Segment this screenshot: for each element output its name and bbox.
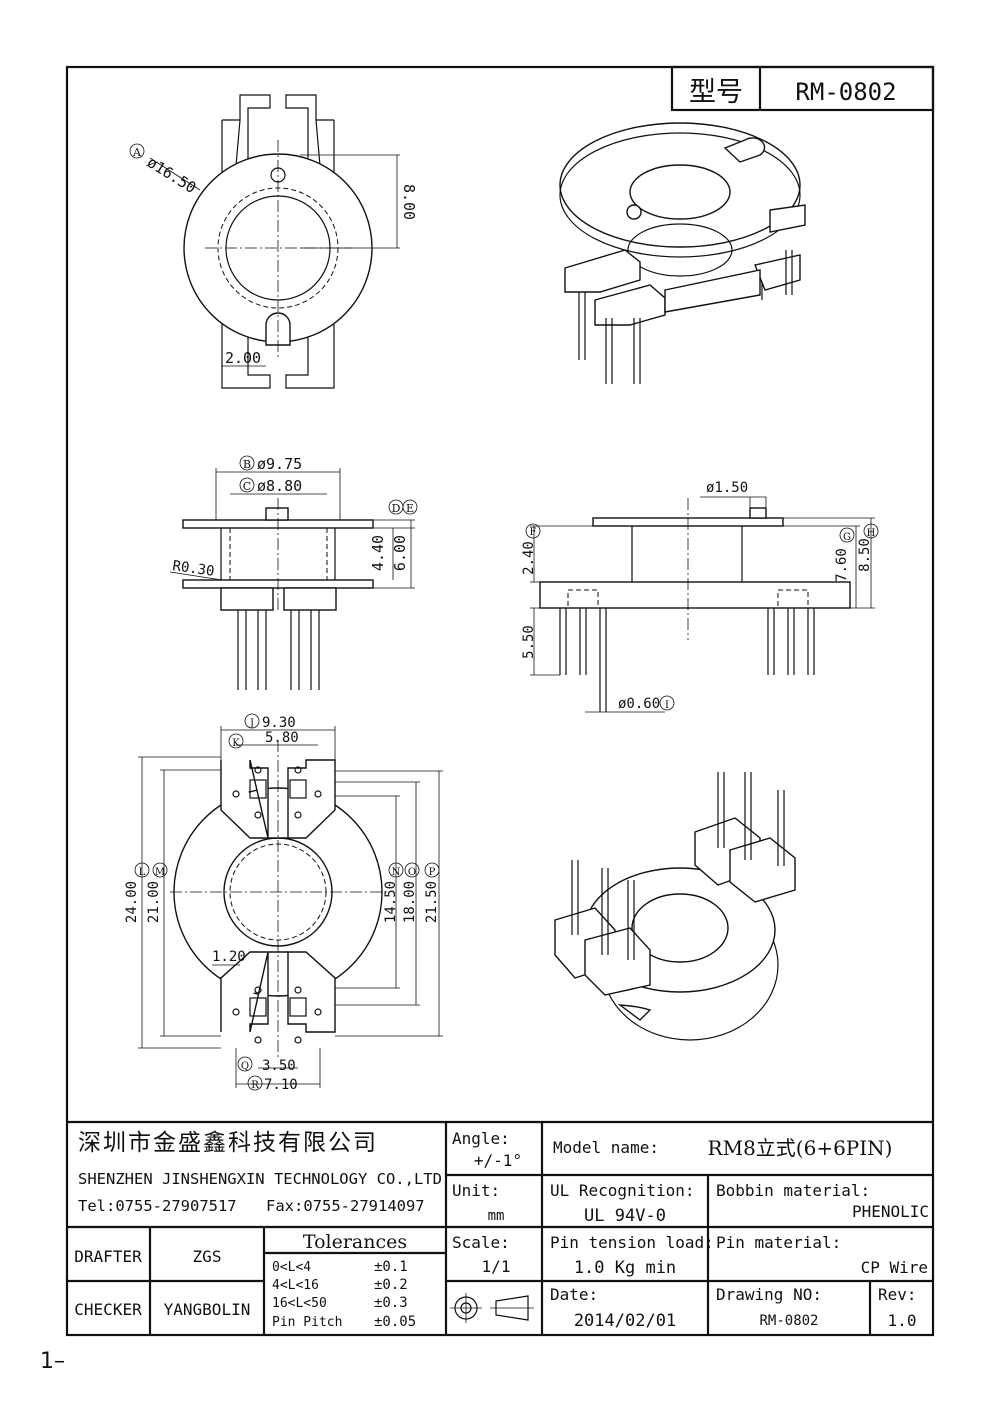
g-letter: G (843, 532, 851, 543)
scale-label: Scale: (452, 1233, 510, 1252)
ul-label: UL Recognition: (550, 1181, 695, 1200)
j-letter: J (249, 718, 254, 729)
page-mark: 1– (40, 1349, 65, 1374)
checker-label: CHECKER (74, 1300, 142, 1319)
pin-tension-value: 1.0 Kg min (574, 1258, 676, 1278)
q-letter: Q (241, 1061, 249, 1072)
unit-label: Unit: (452, 1181, 500, 1200)
e-letter: E (406, 502, 414, 515)
unit-value: mm (488, 1208, 505, 1224)
i-letter: I (665, 700, 669, 711)
m-letter: M (155, 867, 165, 878)
bobbin-label: Bobbin material: (716, 1181, 870, 1200)
top-view: 8.00 A ø16.50 2.00 (129, 94, 418, 389)
q-dim: 3.50 (262, 1058, 296, 1074)
model-value: RM-0802 (795, 78, 896, 106)
p-letter: P (429, 867, 436, 878)
r-letter: R (251, 1080, 259, 1091)
k-dim: 5.80 (265, 730, 299, 746)
f-dim: 2.40 (521, 541, 537, 575)
f-letter: F (530, 527, 537, 538)
tolerance-range: 0<L<4 (272, 1260, 311, 1275)
date-label: Date: (550, 1285, 598, 1304)
p-dim: 21.50 (424, 881, 440, 923)
iso-view-top (559, 122, 806, 384)
tolerance-value: ±0.05 (374, 1314, 416, 1330)
n-dim: 14.50 (383, 881, 399, 923)
j-dim: 9.30 (262, 715, 296, 731)
h-dim: 8.50 (857, 538, 873, 572)
tolerances-title: Tolerances (303, 1231, 407, 1253)
sheet-border (65, 65, 935, 1337)
bottom-view: J 9.30 K 5.80 L 24.00 M 21.00 N 14.50 O … (124, 713, 443, 1093)
drafter-value: ZGS (193, 1247, 222, 1266)
l-letter: L (139, 867, 146, 878)
tel: Tel:0755-27907517 (78, 1197, 237, 1215)
side-view: ø1.50 F 2.40 5.50 G 7.60 H 8.50 ø0.60 I (521, 480, 879, 713)
l-dim: 24.00 (124, 881, 140, 923)
d-letter: D (392, 502, 401, 515)
b-dim: ø9.75 (257, 455, 302, 473)
model-label: 型号 (689, 77, 743, 108)
g-dim: 7.60 (834, 548, 850, 582)
c-letter: C (243, 480, 251, 493)
pin-dia-dim: ø1.50 (706, 480, 748, 496)
checker-value: YANGBOLIN (164, 1300, 251, 1319)
wall-dim: 1.20 (212, 949, 246, 965)
radius-dim: R0.30 (171, 558, 215, 580)
angle-label: Angle: (452, 1129, 510, 1148)
pin-tension-label: Pin tension load: (550, 1233, 714, 1252)
model-name-label: Model name: (553, 1138, 659, 1157)
slot-dim: 2.00 (225, 349, 261, 367)
drafter-label: DRAFTER (74, 1247, 142, 1266)
k-letter: K (232, 738, 240, 749)
dia-dim: ø16.50 (144, 153, 199, 197)
tolerance-range: 4<L<16 (272, 1278, 319, 1293)
front-view: B ø9.75 C ø8.80 D E 4.40 6.00 R0.30 (169, 455, 418, 690)
projection-symbol-icon (450, 1293, 534, 1323)
height-dim: 8.00 (400, 184, 418, 220)
tolerance-value: ±0.3 (374, 1295, 408, 1311)
h-letter: H (867, 528, 876, 539)
tolerance-range: 16<L<50 (272, 1296, 327, 1311)
angle-value: +/-1° (474, 1151, 522, 1170)
ul-value: UL 94V-0 (584, 1206, 666, 1226)
h2-dim: 6.00 (391, 535, 409, 571)
n-letter: N (392, 867, 401, 878)
h1-dim: 4.40 (369, 535, 387, 571)
m-dim: 21.00 (146, 881, 162, 923)
rev-label: Rev: (878, 1285, 917, 1304)
bobbin-value: PHENOLIC (852, 1202, 929, 1221)
tolerance-value: ±0.2 (374, 1277, 408, 1293)
title-block: 深圳市金盛鑫科技有限公司 SHENZHEN JINSHENGXIN TECHNO… (67, 1120, 933, 1335)
iso-view-bottom (554, 772, 796, 1041)
date-value: 2014/02/01 (574, 1311, 676, 1331)
c-dim: ø8.80 (257, 477, 302, 495)
rev-value: 1.0 (888, 1311, 917, 1330)
pin-material-label: Pin material: (716, 1233, 841, 1252)
pin-material-value: CP Wire (861, 1258, 928, 1277)
tolerance-table: 0<L<4 ±0.1 4<L<16 ±0.2 16<L<50 ±0.3 Pin … (272, 1259, 416, 1330)
b-letter: B (243, 458, 251, 471)
drawing-no-value: RM-0802 (759, 1313, 818, 1329)
pin-len-dim: 5.50 (521, 625, 537, 659)
fax: Fax:0755-27914097 (266, 1197, 425, 1215)
drawing-no-label: Drawing NO: (716, 1285, 822, 1304)
company-en: SHENZHEN JINSHENGXIN TECHNOLOGY CO.,LTD (78, 1170, 442, 1188)
scale-value: 1/1 (482, 1257, 511, 1276)
company-cn: 深圳市金盛鑫科技有限公司 (78, 1130, 378, 1156)
o-letter: O (408, 867, 416, 878)
model-header: 型号 RM-0802 (670, 65, 935, 112)
tolerance-value: ±0.1 (374, 1259, 408, 1275)
o-dim: 18.00 (402, 881, 418, 923)
model-name-value: RM8立式(6+6PIN) (708, 1136, 893, 1160)
r-dim: 7.10 (264, 1077, 298, 1093)
i-dim: ø0.60 (618, 696, 660, 712)
dia-letter: A (132, 146, 142, 159)
tolerance-range: Pin Pitch (272, 1315, 342, 1330)
